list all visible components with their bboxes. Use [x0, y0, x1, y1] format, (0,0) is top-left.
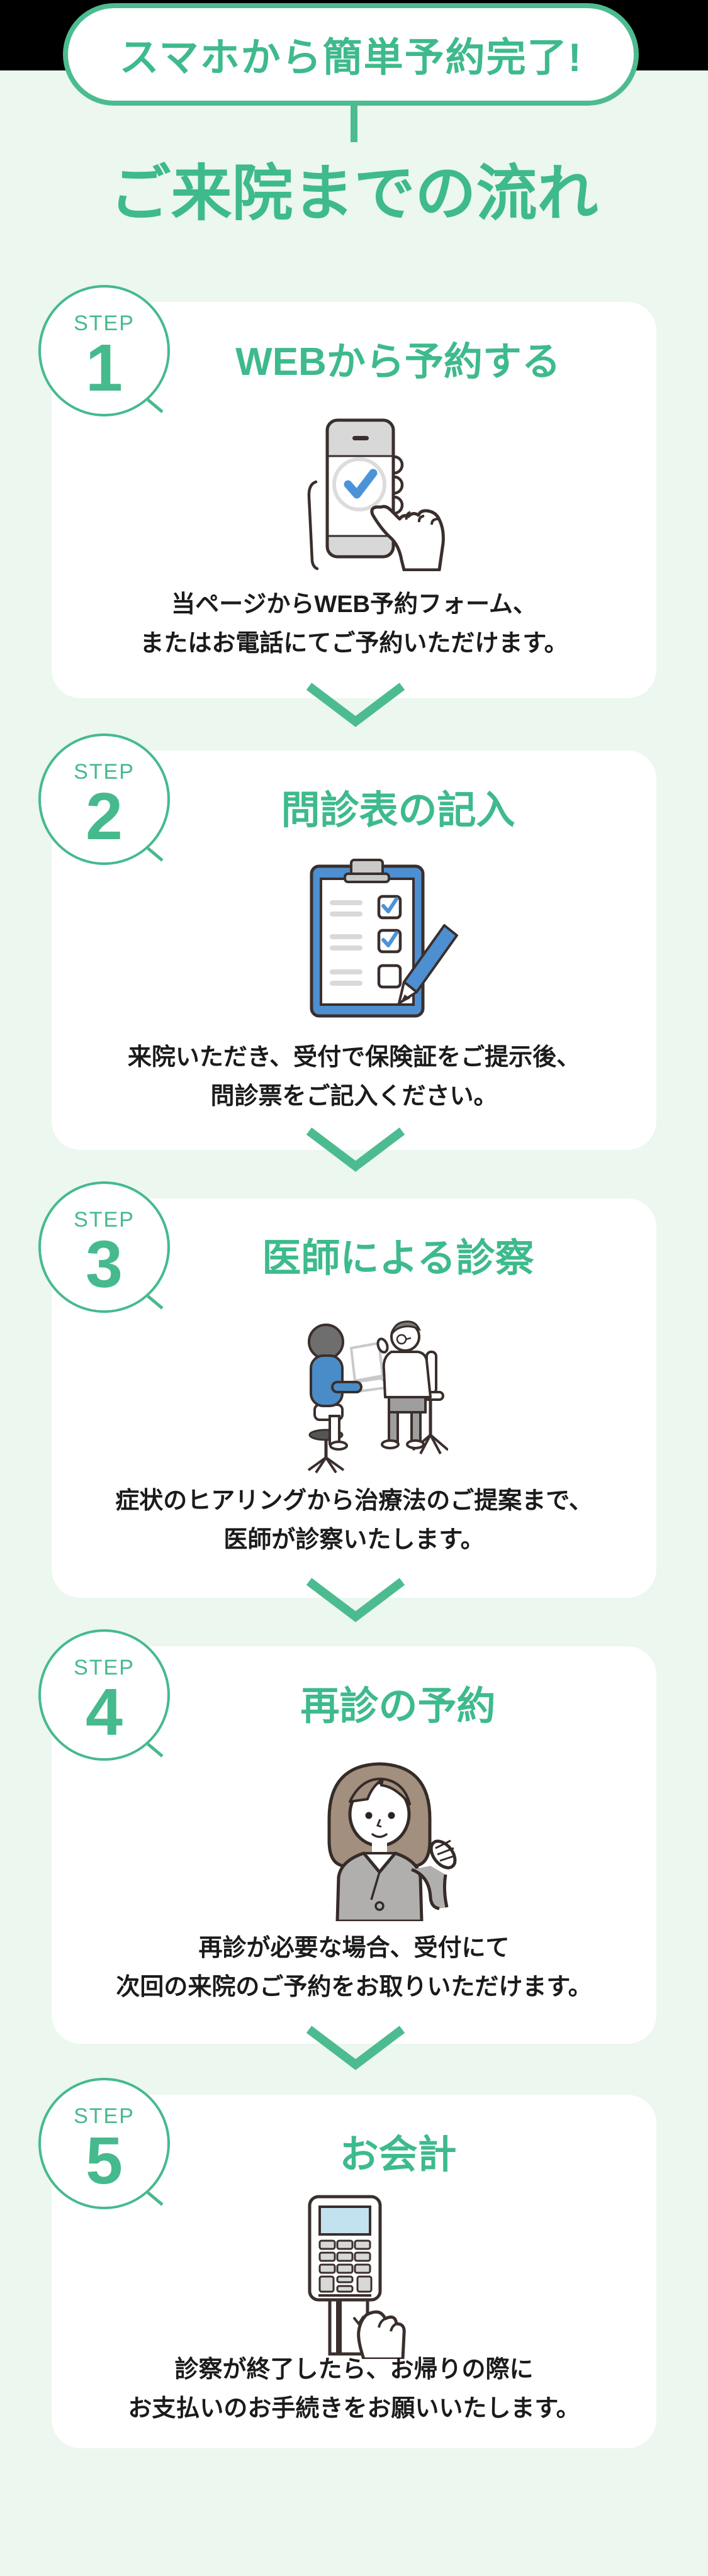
- description-line: お支払いのお手続きをお願いいたします。: [128, 2395, 580, 2422]
- payment-terminal-icon: [308, 2195, 406, 2359]
- step-card-5: STEP 5 お会計 診察が終了したら、お帰りの際に お支払いのお手続きをお願い…: [38, 2078, 656, 2448]
- step1-title: WEBから予約する: [235, 340, 561, 384]
- step4-badge-circle: STEP 4: [38, 1629, 170, 1761]
- step4-step-label: STEP: [74, 1656, 135, 1680]
- step3-title: 医師による診察: [262, 1237, 534, 1280]
- step5-step-label: STEP: [74, 2104, 135, 2128]
- step1-description: 当ページからWEB予約フォーム、 またはお電話にてご予約いただけます。: [64, 585, 644, 663]
- reservation-badge: スマホから簡単予約完了!: [63, 3, 639, 106]
- description-line: 症状のヒアリングから治療法のご提案まで、: [115, 1488, 593, 1514]
- step2-description: 来院いただき、受付で保険証をご提示後、 問診票をご記入ください。: [64, 1038, 644, 1116]
- step2-step-label: STEP: [74, 760, 135, 784]
- step3-badge-circle: STEP 3: [38, 1181, 170, 1313]
- step-card-4: STEP 4 再診の予約 再診が必要な場合、受付にて 次回の: [38, 1629, 656, 2044]
- step2-title: 問診表の記入: [281, 789, 515, 832]
- step1-step-label: STEP: [74, 311, 135, 335]
- step3-step-label: STEP: [74, 1208, 135, 1232]
- step3-description: 症状のヒアリングから治療法のご提案まで、 医師が診察いたします。: [64, 1481, 644, 1559]
- description-line: 当ページからWEB予約フォーム、: [171, 591, 537, 618]
- questionnaire-clipboard-icon: [310, 859, 458, 1018]
- receptionist-icon: [327, 1762, 457, 1921]
- description-line: 次回の来院のご予約をお取りいただけます。: [116, 1974, 592, 2000]
- step1-number: 1: [86, 331, 123, 405]
- step2-number: 2: [86, 779, 123, 854]
- description-line: 医師が診察いたします。: [223, 1527, 485, 1553]
- description-line: 問診票をご記入ください。: [210, 1083, 498, 1110]
- page-title: ご来院までの流れ: [110, 159, 598, 228]
- step5-number: 5: [86, 2124, 123, 2198]
- chevron-down-icon: [306, 1578, 405, 1622]
- doctor-consultation-icon: [307, 1320, 448, 1474]
- step2-badge-circle: STEP 2: [38, 733, 170, 865]
- description-line: 来院いただき、受付で保険証をご提示後、: [127, 1044, 581, 1071]
- step-card-1: STEP 1 WEBから予約する 当ページからWEB予約フォーム、 またはお電話…: [38, 285, 656, 698]
- smartphone-check-icon: [307, 418, 445, 571]
- step4-description: 再診が必要な場合、受付にて 次回の来院のご予約をお取りいただけます。: [64, 1929, 644, 2007]
- step5-description: 診察が終了したら、お帰りの際に お支払いのお手続きをお願いいたします。: [64, 2350, 644, 2428]
- description-line: 再診が必要な場合、受付にて: [198, 1935, 510, 1961]
- description-line: またはお電話にてご予約いただけます。: [140, 630, 568, 657]
- step2-badge-tail: [147, 847, 164, 862]
- step1-badge-circle: STEP 1: [38, 285, 170, 416]
- chevron-down-icon: [306, 683, 405, 727]
- reservation-badge-label: スマホから簡単予約完了!: [119, 36, 583, 80]
- step-card-2: STEP 2 問診表の記入 来院いただき、受付で保険証をご提示後、: [38, 733, 656, 1150]
- step5-title: お会計: [339, 2133, 457, 2177]
- step5-badge-circle: STEP 5: [38, 2078, 170, 2209]
- badge-connector-line: [351, 103, 357, 142]
- step1-badge-tail: [147, 398, 164, 413]
- step3-badge-tail: [147, 1295, 164, 1310]
- chevron-down-icon: [306, 1127, 405, 1172]
- step3-number: 3: [86, 1227, 123, 1302]
- step5-badge-tail: [147, 2191, 164, 2206]
- step4-title: 再診の予約: [300, 1685, 496, 1728]
- step4-badge-tail: [147, 1742, 164, 1758]
- description-line: 診察が終了したら、お帰りの際に: [174, 2356, 534, 2383]
- step-card-3: STEP 3 医師による診察: [38, 1181, 656, 1598]
- chevron-down-icon: [306, 2026, 405, 2070]
- step4-number: 4: [86, 1675, 123, 1749]
